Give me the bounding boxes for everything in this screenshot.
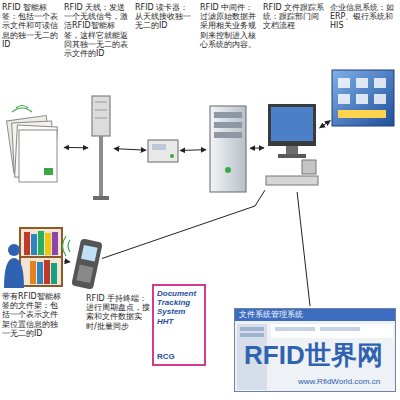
software-window-part <box>234 308 396 321</box>
file-shelf-part <box>52 232 58 255</box>
server-symbol-part <box>225 167 231 173</box>
file-shelf-part <box>8 244 20 256</box>
connector-arrow <box>64 147 88 148</box>
file-shelf-part <box>38 231 44 255</box>
file-shelf-part <box>44 260 50 284</box>
caption: 带有RFID智能标签的文件架：包括一个表示文件架位置信息的独一无二的ID <box>2 292 64 338</box>
screen-text: RCG <box>157 352 201 361</box>
connector-arrow <box>320 121 331 128</box>
handheld-terminal <box>63 236 103 290</box>
antenna-symbol <box>92 96 110 200</box>
rfid-middleware: RFID 中间件：过滤原始数据并采用相关业务规则来控制进入核心系统的内容。 <box>208 104 248 194</box>
file-shelf <box>4 228 62 288</box>
software-window-part <box>234 308 396 392</box>
software-window-part <box>320 327 360 331</box>
rfid-tag: RFID 智能标签：包括一个表示文件和可读信息的独一无二的ID <box>6 106 62 188</box>
file-shelf: 带有RFID智能标签的文件架：包括一个表示文件架位置信息的独一无二的ID <box>4 226 62 288</box>
enterprise-screen-part <box>374 78 386 88</box>
server-symbol <box>210 106 246 192</box>
handheld-terminal-part <box>81 245 98 262</box>
connector-arrow <box>114 149 146 151</box>
server-symbol-part <box>214 112 242 118</box>
reader-symbol-part <box>152 144 166 150</box>
watermark-url: www.RfidWorld.com.cn <box>298 377 380 386</box>
connector-arrow <box>180 149 206 151</box>
computer-symbol-part <box>268 104 316 146</box>
caption: RFID 文件跟踪系统：跟踪部门间文档流程 <box>263 3 325 31</box>
handheld-terminal-part <box>76 265 93 284</box>
file-shelf-part <box>20 228 62 286</box>
software-window-part <box>271 324 393 338</box>
reader-symbol <box>148 140 178 162</box>
server-symbol-part <box>214 132 242 138</box>
computer-symbol-part <box>266 176 318 185</box>
enterprise-screen-part <box>332 70 394 126</box>
document-stack-part <box>12 106 32 113</box>
file-shelf-part <box>4 258 24 288</box>
connector-arrow <box>297 192 310 306</box>
enterprise-system: 企业信息系统：如ERP、银行系统和HIS <box>332 70 394 126</box>
antenna-symbol-part <box>99 136 103 196</box>
enterprise-screen-part <box>374 94 386 104</box>
antenna-symbol-part <box>95 118 107 119</box>
caption: RFID 中间件：过滤原始数据并采用相关业务规则来控制进入核心系统的内容。 <box>200 3 260 49</box>
document-stack <box>7 106 58 183</box>
watermark: RFID世界网 <box>244 338 383 373</box>
handheld-terminal-part <box>71 238 102 290</box>
handheld-terminal: RFID 手持终端：进行周期盘点，搜索和文件数据实时/批量同步 <box>72 238 100 290</box>
antenna-symbol-part <box>95 102 107 103</box>
file-shelf-part <box>20 256 62 258</box>
enterprise-screen <box>332 70 394 126</box>
document-stack-part <box>44 168 53 175</box>
file-shelf-part <box>24 232 30 255</box>
enterprise-screen-part <box>356 78 368 88</box>
hht-screen: Document Tracking System HHT RCG <box>152 284 206 366</box>
computer-symbol-part <box>271 107 313 141</box>
enterprise-screen-part <box>338 94 350 104</box>
server-symbol-part <box>210 106 246 192</box>
software-window-part <box>275 327 315 331</box>
window-title: 文件系统管理系统 <box>235 309 395 320</box>
document-stack-part <box>19 130 57 182</box>
software-window-part <box>240 333 264 337</box>
file-shelf-part <box>51 263 57 284</box>
reader-symbol-part <box>148 140 178 162</box>
software-window <box>234 308 396 392</box>
computer-symbol-part <box>302 160 316 174</box>
computer-symbol <box>266 104 318 185</box>
connector-arrow <box>250 147 264 148</box>
caption: RFID 读卡器：从天线接收独一无二的ID <box>135 3 195 31</box>
caption: RFID 天线：发送一个无线信号，激活RFID智能标签，这样它就能返回其独一无二… <box>64 3 130 58</box>
file-shelf-part <box>45 233 51 255</box>
caption: 企业信息系统：如ERP、银行系统和HIS <box>330 3 396 31</box>
handheld-terminal-part <box>63 236 71 256</box>
connector-arrow <box>64 261 70 263</box>
file-shelf-part <box>31 234 37 255</box>
file-shelf-part <box>37 262 43 284</box>
computer-symbol-part <box>286 146 298 154</box>
server-symbol-part <box>214 122 242 128</box>
enterprise-screen-part <box>338 110 386 118</box>
antenna-symbol-part <box>95 110 107 111</box>
tracking-system: RFID 文件跟踪系统：跟踪部门间文档流程 <box>266 104 318 190</box>
rfid-antenna: RFID 天线：发送一个无线信号，激活RFID智能标签，这样它就能返回其独一无二… <box>90 95 112 201</box>
enterprise-screen-part <box>356 94 368 104</box>
caption: RFID 手持终端：进行周期盘点，搜索和文件数据实时/批量同步 <box>86 294 150 331</box>
caption: RFID 智能标签：包括一个表示文件和可读信息的独一无二的ID <box>2 3 60 49</box>
rfid-reader: RFID 读卡器：从天线接收独一无二的ID <box>148 138 178 164</box>
antenna-symbol-part <box>93 196 109 200</box>
enterprise-screen-part <box>338 78 350 88</box>
screen-text: Document Tracking System HHT <box>157 289 201 326</box>
file-shelf-part <box>30 261 36 284</box>
antenna-symbol-part <box>92 96 110 136</box>
software-window-part <box>240 327 264 331</box>
connector-arrow <box>102 190 265 258</box>
computer-symbol-part <box>278 154 306 158</box>
reader-symbol-part <box>170 154 174 158</box>
